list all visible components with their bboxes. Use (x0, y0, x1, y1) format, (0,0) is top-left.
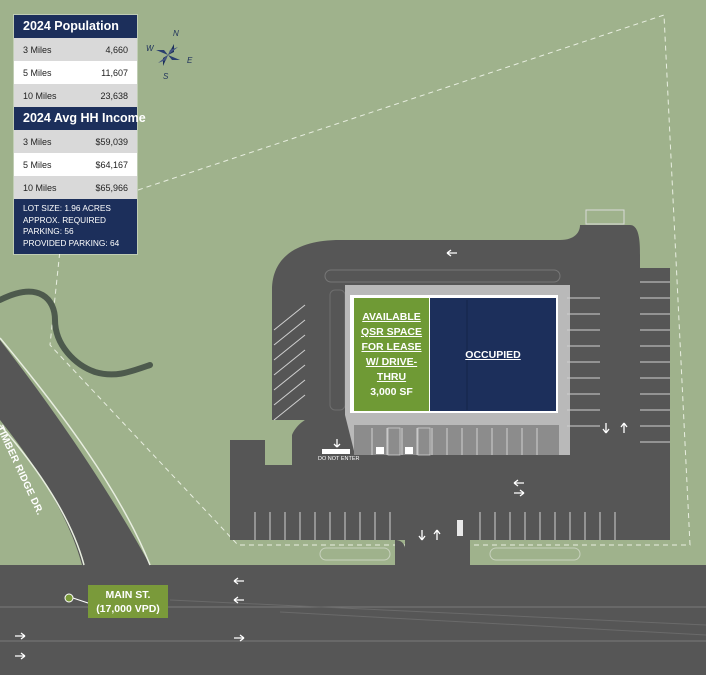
compass-rose-icon: N E S W (146, 29, 193, 81)
road-edge (0, 337, 151, 566)
main-street-traffic: (17,000 VPD) (96, 602, 160, 615)
row-value: $65,966 (95, 182, 128, 193)
compass-s: S (163, 72, 169, 81)
pin-leader (72, 597, 89, 604)
row-value: 11,607 (101, 67, 128, 78)
avail-line: FOR LEASE (361, 340, 422, 353)
occupied-label: OCCUPIED (465, 348, 521, 361)
entry (395, 540, 406, 568)
walking-path (0, 288, 153, 378)
timber-ridge-road (0, 340, 150, 565)
row-value: $64,167 (95, 159, 128, 170)
main-street-label: MAIN ST. (17,000 VPD) (88, 585, 168, 618)
road-edge (0, 424, 85, 566)
turn-lane-line (169, 599, 706, 626)
location-pin (64, 593, 74, 603)
compass-e: E (187, 56, 193, 65)
income-row: 10 Miles $65,966 (14, 176, 137, 199)
available-space-block[interactable] (354, 298, 429, 411)
parking-stalls-left (273, 304, 306, 421)
drive-lane (354, 425, 559, 455)
avail-line: THRU (376, 370, 407, 383)
avail-size: 3,000 SF (370, 385, 413, 398)
accessible-parking-icon (376, 447, 413, 454)
curb (329, 289, 346, 411)
median-post (457, 520, 463, 536)
note-line: APPROX. REQUIRED (23, 214, 106, 225)
main-street-name: MAIN ST. (105, 588, 151, 601)
compass-w: W (146, 44, 155, 53)
available-space-label[interactable]: AVAILABLE QSR SPACE FOR LEASE W/ DRIVE- … (354, 298, 429, 411)
landscape-island (319, 547, 391, 561)
median-island (324, 269, 561, 283)
row-label: 5 Miles (23, 159, 52, 170)
population-row: 5 Miles 11,607 (14, 61, 137, 84)
dumpster-enclosure (585, 209, 625, 225)
note-line: PROVIDED PARKING: 64 (23, 237, 120, 248)
landscape-island (489, 547, 581, 561)
row-label: 10 Miles (23, 182, 57, 193)
parking-stalls-bottom (254, 428, 616, 540)
income-row: 5 Miles $64,167 (14, 153, 137, 176)
do-not-enter-bar (322, 449, 350, 454)
income-row: 3 Miles $59,039 (14, 130, 137, 153)
traffic-arrows (15, 249, 628, 660)
row-value: 4,660 (105, 44, 128, 55)
avail-line: QSR SPACE (360, 325, 423, 338)
row-value: 23,638 (100, 90, 128, 101)
do-not-enter-label: DO NOT ENTER (318, 456, 360, 462)
property-boundary (49, 14, 691, 546)
parking-stalls-right (567, 281, 670, 443)
turn-lane-line (279, 611, 706, 636)
income-title: 2024 Avg HH Income (14, 107, 146, 130)
row-label: 10 Miles (23, 90, 57, 101)
note-line: LOT SIZE: 1.96 ACRES (23, 203, 111, 213)
crosshatch (417, 427, 431, 456)
row-value: $59,039 (95, 136, 128, 147)
row-label: 3 Miles (23, 136, 52, 147)
avail-line: AVAILABLE (362, 310, 421, 323)
occupied-space-block[interactable] (430, 298, 556, 411)
row-label: 5 Miles (23, 67, 52, 78)
note-line: PARKING: 56 (23, 226, 74, 236)
row-label: 3 Miles (23, 44, 52, 55)
demographics-panel: 2024 Population 3 Miles 4,660 5 Miles 11… (14, 15, 146, 254)
compass-n: N (173, 29, 179, 38)
population-row: 3 Miles 4,660 (14, 38, 137, 61)
crosshatch (387, 427, 401, 456)
population-title: 2024 Population (14, 15, 137, 38)
population-row: 10 Miles 23,638 (14, 84, 137, 107)
lot-notes: LOT SIZE: 1.96 ACRES APPROX. REQUIRED PA… (14, 199, 137, 254)
avail-line: W/ DRIVE- (365, 355, 418, 368)
